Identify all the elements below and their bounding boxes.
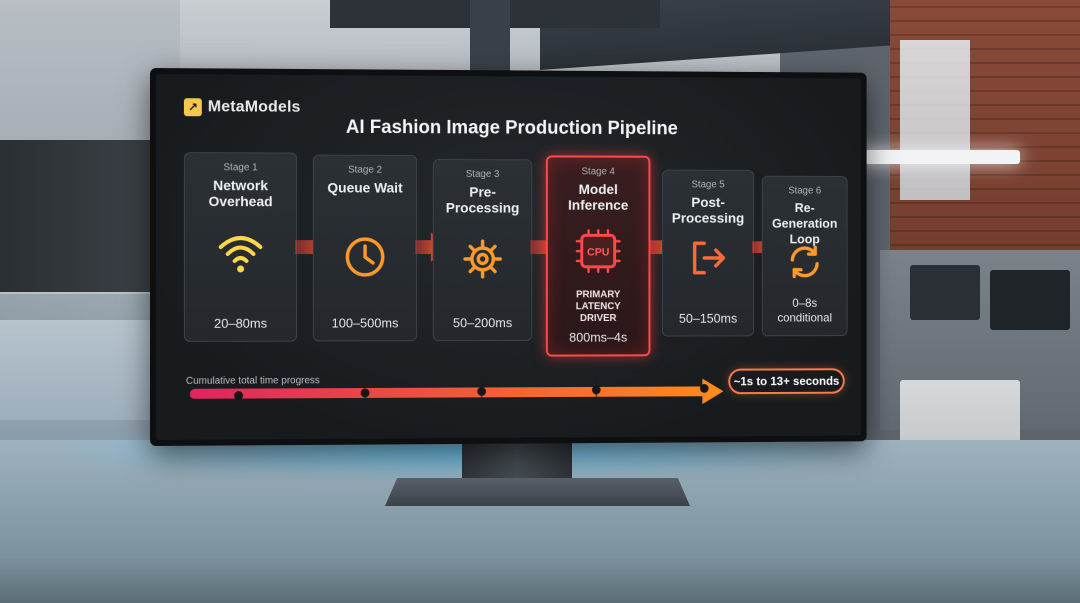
logo-icon: ↗ — [183, 98, 202, 117]
side-monitor — [0, 140, 150, 320]
progress-marker — [477, 386, 487, 396]
export-icon — [689, 239, 727, 281]
desk-edge — [0, 555, 1080, 603]
stage-name: Pre-Processing — [445, 183, 520, 216]
brand-name: MetaModels — [207, 98, 301, 116]
cpu-label: CPU — [587, 247, 610, 259]
stage-card-3: Stage 3 Pre-Processing 50–200ms — [432, 158, 533, 342]
stage-card-5: Stage 5 Post-Processing 50–150ms — [661, 169, 755, 337]
refresh-icon — [787, 243, 823, 285]
progress-marker — [234, 391, 244, 401]
monitor: ↗ MetaModels AI Fashion Image Production… — [150, 68, 867, 446]
stage-name: Post-Processing — [671, 194, 745, 226]
stage-latency: 800ms–4s — [569, 329, 628, 345]
progress-track — [189, 378, 724, 407]
cpu-icon: CPU — [573, 226, 623, 280]
stage-latency: 50–200ms — [452, 315, 513, 331]
progress-bar — [189, 370, 724, 412]
background-monitor — [990, 270, 1070, 330]
clock-icon — [343, 235, 386, 284]
stage-name: Re-Generation Loop — [771, 200, 838, 247]
stage-number: Stage 2 — [348, 164, 383, 176]
stage-latency: 0–8s conditional — [777, 296, 833, 325]
monitor-screen: ↗ MetaModels AI Fashion Image Production… — [155, 74, 861, 440]
monitor-base — [385, 478, 690, 506]
progress-marker — [699, 383, 709, 393]
gear-icon — [461, 237, 504, 285]
stage-number: Stage 5 — [691, 179, 725, 191]
monitor-stand — [462, 440, 572, 485]
stage-card-2: Stage 2 Queue Wait 100–500ms — [312, 154, 418, 342]
page-title: AI Fashion Image Production Pipeline — [345, 116, 678, 140]
stage-card-6: Stage 6 Re-Generation Loop 0–8s conditio… — [761, 175, 848, 337]
window — [900, 40, 970, 200]
latency-driver-note: PRIMARY LATENCY DRIVER — [575, 289, 621, 324]
total-time-badge: ~1s to 13+ seconds — [728, 368, 845, 395]
stage-number: Stage 4 — [581, 166, 615, 178]
stage-card-4: Stage 4 Model Inference CPU PRIMARY LATE… — [545, 155, 651, 357]
brand-logo: ↗ MetaModels — [183, 98, 301, 117]
stage-number: Stage 6 — [788, 185, 822, 197]
stage-number: Stage 1 — [223, 162, 258, 174]
ceiling-lamp — [850, 150, 1020, 164]
stage-name: Network Overhead — [208, 177, 273, 210]
stage-number: Stage 3 — [465, 168, 500, 180]
stage-latency: 50–150ms — [678, 310, 738, 326]
progress-marker — [591, 385, 601, 395]
wifi-icon — [217, 231, 265, 280]
background-monitor — [910, 265, 980, 320]
stage-latency: 20–80ms — [214, 315, 268, 331]
stage-name: Model Inference — [568, 181, 629, 213]
stage-card-1: Stage 1 Network Overhead 20–80ms — [183, 152, 298, 342]
progress-marker — [360, 388, 370, 398]
stage-latency: 100–500ms — [331, 315, 399, 331]
stage-name: Queue Wait — [327, 179, 403, 196]
